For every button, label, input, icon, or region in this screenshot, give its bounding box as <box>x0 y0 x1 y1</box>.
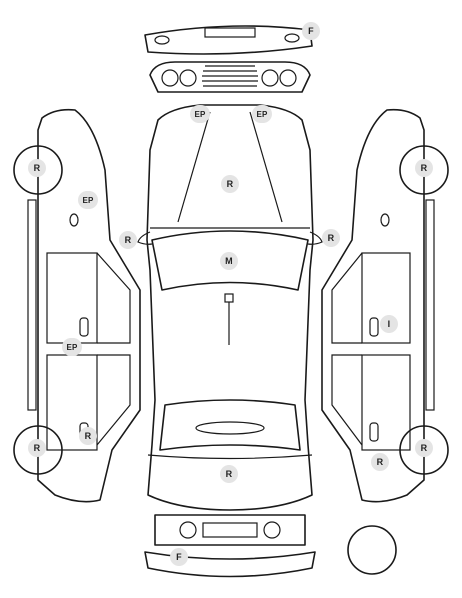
badge-left-rear-wheel[interactable]: R <box>28 439 46 457</box>
badge-left-front-wheel[interactable]: R <box>28 159 46 177</box>
badge-trunk[interactable]: R <box>220 465 238 483</box>
front-grille <box>149 61 311 93</box>
badge-windshield[interactable]: M <box>220 252 238 270</box>
badge-hood-left[interactable]: EP <box>190 105 210 123</box>
badge-mirror-left[interactable]: R <box>119 231 137 249</box>
badge-right-front-wheel[interactable]: R <box>415 159 433 177</box>
badge-right-rear-door[interactable]: R <box>371 453 389 471</box>
badge-left-sill[interactable]: EP <box>62 338 82 356</box>
rear-bumper <box>144 514 316 578</box>
badge-right-front-door[interactable]: I <box>380 315 398 333</box>
badge-hood[interactable]: R <box>221 175 239 193</box>
badge-left-fender[interactable]: EP <box>78 191 98 209</box>
badge-front-bumper[interactable]: F <box>302 22 320 40</box>
front-bumper <box>144 25 313 55</box>
badge-hood-right[interactable]: EP <box>252 105 272 123</box>
right-side-view <box>321 108 449 503</box>
badge-right-rear-wheel[interactable]: R <box>415 439 433 457</box>
badge-rear-bumper[interactable]: F <box>170 548 188 566</box>
badge-mirror-right[interactable]: R <box>322 229 340 247</box>
spare-wheel <box>347 525 397 575</box>
car-body-top <box>137 104 323 511</box>
badge-left-rear-door[interactable]: R <box>79 427 97 445</box>
